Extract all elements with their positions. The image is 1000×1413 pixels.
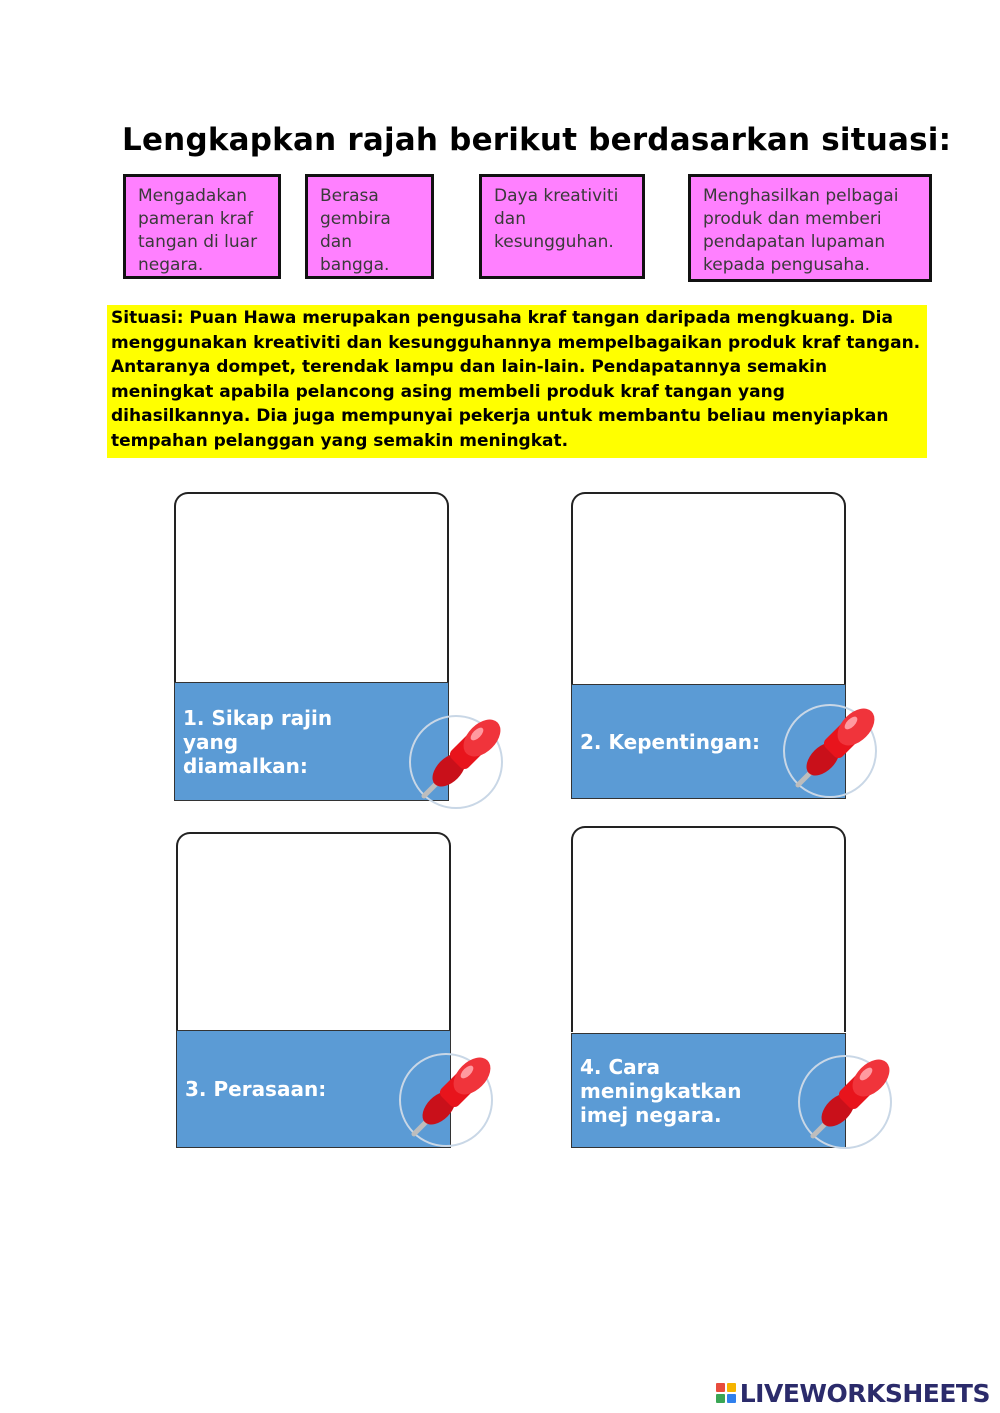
card-label-3-text: 3. Perasaan: [185, 1077, 327, 1101]
drop-zone-4[interactable] [571, 826, 846, 1032]
drop-zone-2[interactable] [571, 492, 846, 686]
option-kreativiti[interactable]: Daya kreativiti dan kesungguhan. [479, 174, 645, 279]
card-label-1-text: 1. Sikap rajin yang diamalkan: [183, 705, 333, 778]
card-4: 4. Cara meningkatkan imej negara. [571, 826, 892, 1149]
drop-zone-1[interactable] [174, 492, 449, 684]
option-pameran[interactable]: Mengadakan pameran kraf tangan di luar n… [123, 174, 281, 279]
drop-zone-3[interactable] [176, 832, 451, 1032]
pushpin-icon [798, 1055, 892, 1149]
option-gembira[interactable]: Berasa gembira dan bangga. [305, 174, 434, 279]
card-label-4-text: 4. Cara meningkatkan imej negara. [580, 1054, 742, 1127]
card-1: 1. Sikap rajin yang diamalkan: [174, 492, 503, 809]
brand-watermark: LIVEWORKSHEETS [715, 1378, 991, 1408]
card-2: 2. Kepentingan: [571, 492, 877, 799]
pushpin-icon [409, 715, 503, 809]
option-pendapatan[interactable]: Menghasilkan pelbagai produk dan memberi… [688, 174, 932, 282]
card-3: 3. Perasaan: [176, 832, 493, 1148]
pushpin-icon [399, 1053, 493, 1147]
pushpin-icon [783, 704, 877, 798]
card-label-2-text: 2. Kepentingan: [580, 729, 761, 754]
card-label-3: 3. Perasaan: [176, 1030, 451, 1148]
card-label-1: 1. Sikap rajin yang diamalkan: [174, 682, 449, 801]
liveworksheets-logo-icon [715, 1383, 736, 1403]
brand-name: LIVEWORKSHEETS [739, 1378, 991, 1408]
page-title: Lengkapkan rajah berikut berdasarkan sit… [122, 122, 952, 158]
situation-text: Situasi: Puan Hawa merupakan pengusaha k… [107, 305, 927, 458]
